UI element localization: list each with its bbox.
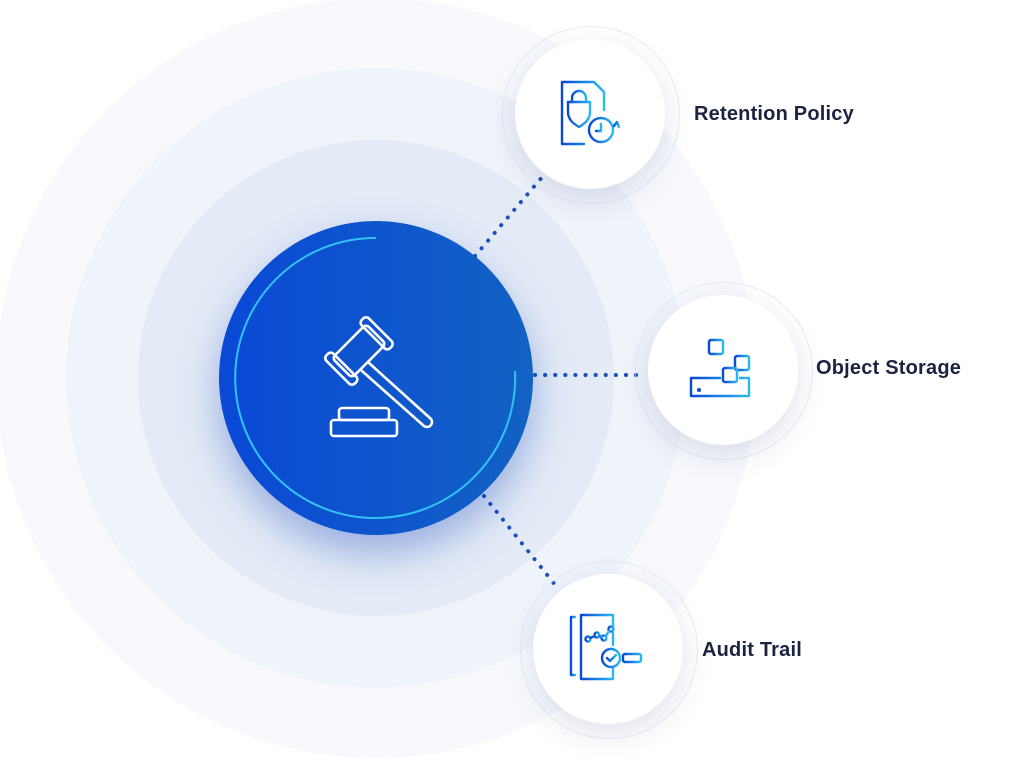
object-storage-label: Object Storage (816, 357, 962, 379)
report-magnifier-check-icon (569, 613, 643, 681)
central-gavel-circle (219, 221, 533, 535)
retention-halo (502, 26, 680, 204)
node-retention-policy[interactable] (515, 39, 665, 189)
storage-halo (635, 282, 813, 460)
node-object-storage[interactable] (648, 295, 798, 445)
audit-trail-label: Audit Trail (702, 639, 802, 661)
retention-policy-label: Retention Policy (694, 103, 854, 125)
node-audit-trail[interactable] (533, 574, 683, 724)
document-lock-clock-icon (560, 80, 621, 146)
object-storage-blocks-icon (689, 338, 751, 398)
connector-audit (482, 494, 558, 588)
connector-retention (473, 174, 545, 258)
gavel-icon (234, 236, 517, 519)
audit-halo (520, 561, 698, 739)
